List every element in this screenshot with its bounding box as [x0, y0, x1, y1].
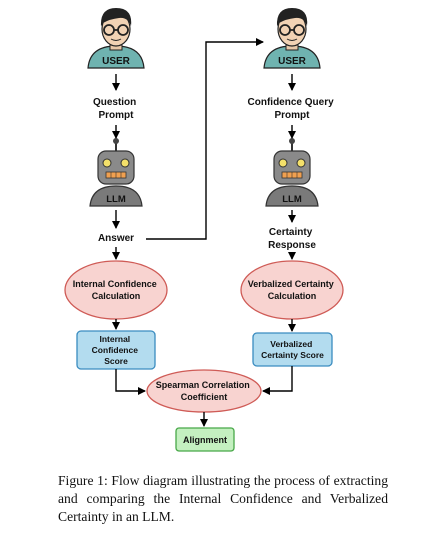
confidence-query-prompt-label: Confidence Query Prompt	[248, 97, 337, 121]
llm-label-right: LLM	[282, 194, 302, 205]
user-icon-left: USER	[87, 8, 145, 69]
spearman-correlation-node	[146, 369, 262, 413]
user-label-right: USER	[278, 56, 307, 67]
certainty-response-label: Certainty Response	[268, 227, 316, 251]
internal-confidence-calculation-label: Internal Confidence Calculation	[73, 279, 160, 301]
spearman-correlation-label: Spearman Correlation Coefficient	[156, 380, 253, 402]
alignment-label: Alignment	[183, 435, 227, 445]
arrow-answer-to-user-right	[146, 38, 264, 240]
internal-confidence-calculation-node	[64, 260, 168, 320]
llm-label-left: LLM	[106, 194, 126, 205]
alignment-node	[175, 427, 235, 452]
flow-diagram: USER USER LLM LLM	[64, 8, 344, 452]
question-prompt-label: Question Prompt	[93, 97, 139, 121]
figure-caption: Figure 1: Flow diagram illustrating the …	[58, 473, 388, 524]
robot-icon-right: LLM	[265, 138, 319, 207]
verbalized-certainty-score-label: Verbalized Certainty Score	[261, 339, 324, 360]
flow-arrows	[112, 38, 296, 427]
arrow-internal-score-to-spearman	[115, 369, 146, 395]
verbalized-certainty-calculation-node	[240, 260, 344, 320]
robot-icon-left: LLM	[89, 138, 143, 207]
internal-confidence-score-label: Internal Confidence Score	[92, 334, 141, 366]
user-label-left: USER	[102, 56, 131, 67]
arrow-verbalized-score-to-spearman	[262, 366, 293, 395]
user-icon-right: USER	[263, 8, 321, 69]
answer-label: Answer	[98, 233, 134, 244]
verbalized-certainty-calculation-label: Verbalized Certainty Calculation	[248, 279, 337, 301]
